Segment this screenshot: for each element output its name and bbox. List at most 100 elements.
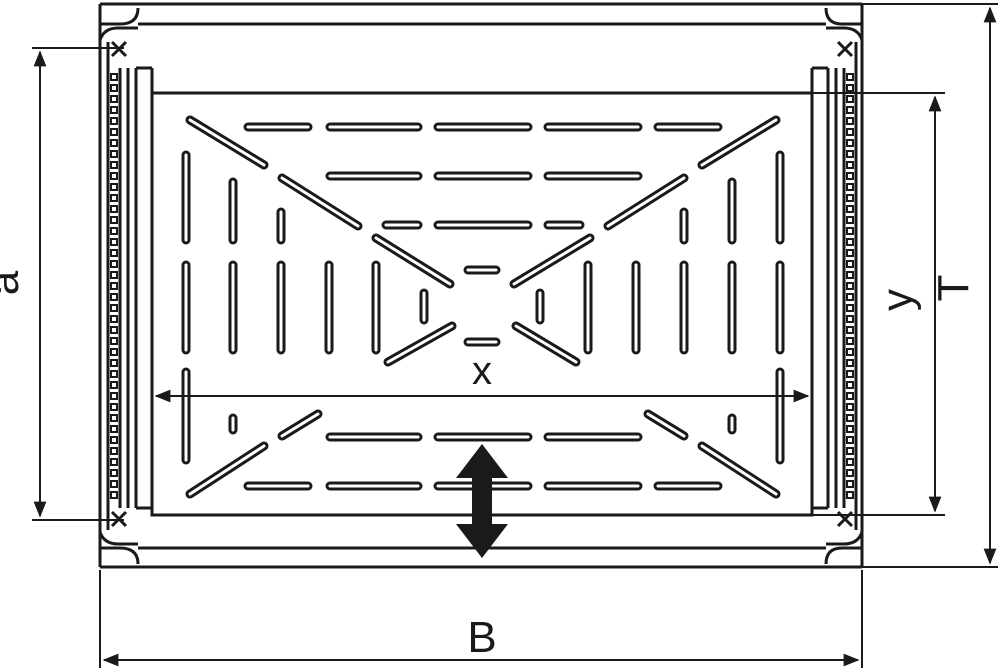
rail-hole-33 [110, 436, 118, 444]
slot-inner-50 [386, 324, 454, 364]
rail-hole-28 [110, 381, 118, 389]
rail-hole-10 [110, 183, 118, 191]
rail-hole-25 [110, 348, 118, 356]
right-rail [810, 42, 858, 530]
rail-hole-16 [110, 249, 118, 257]
rail-hole-59 [846, 293, 854, 301]
rail-hole-31 [110, 414, 118, 422]
rail-hole-7 [110, 150, 118, 158]
rail-hole-9 [110, 172, 118, 180]
rail-hole-5 [110, 128, 118, 136]
rail-hole-51 [846, 205, 854, 213]
rail-hole-26 [110, 359, 118, 367]
slot-inner-53 [280, 412, 320, 438]
rail-hole-40 [846, 84, 854, 92]
rail-hole-71 [846, 425, 854, 433]
rail-hole-50 [846, 194, 854, 202]
rail-hole-65 [846, 359, 854, 367]
slot-inner-51 [514, 324, 578, 364]
rail-hole-36 [110, 469, 118, 477]
rail-hole-64 [846, 348, 854, 356]
rail-hole-76 [846, 480, 854, 488]
rail-hole-12 [110, 205, 118, 213]
rail-hole-6 [110, 139, 118, 147]
rail-hole-23 [110, 326, 118, 334]
rail-hole-8 [110, 161, 118, 169]
rail-hole-35 [110, 458, 118, 466]
rail-holes [110, 73, 854, 499]
rail-hole-3 [110, 106, 118, 114]
slot-inner-46 [374, 236, 452, 286]
rail-hole-42 [846, 106, 854, 114]
rail-hole-45 [846, 139, 854, 147]
rail-hole-4 [110, 117, 118, 125]
dimension-lines [32, 3, 998, 668]
rail-hole-15 [110, 238, 118, 246]
rail-hole-21 [110, 304, 118, 312]
rail-hole-13 [110, 216, 118, 224]
label-T: T [929, 275, 978, 302]
rail-hole-18 [110, 271, 118, 279]
rail-hole-53 [846, 227, 854, 235]
rail-hole-54 [846, 238, 854, 246]
rail-hole-37 [110, 480, 118, 488]
rail-hole-2 [110, 95, 118, 103]
rail-hole-69 [846, 403, 854, 411]
slot-inner-44 [188, 118, 266, 167]
rail-hole-1 [110, 84, 118, 92]
label-a: a [0, 270, 28, 295]
label-y: y [873, 289, 922, 311]
rail-hole-58 [846, 282, 854, 290]
rail-hole-22 [110, 315, 118, 323]
label-x: x [472, 349, 492, 393]
rail-hole-47 [846, 161, 854, 169]
rail-hole-52 [846, 216, 854, 224]
slot-inner-45 [280, 176, 360, 228]
rail-hole-32 [110, 425, 118, 433]
rail-hole-29 [110, 392, 118, 400]
slot-inner-55 [646, 412, 686, 438]
rail-hole-34 [110, 447, 118, 455]
rail-hole-27 [110, 370, 118, 378]
slot-inner-52 [188, 444, 266, 496]
rail-hole-63 [846, 337, 854, 345]
plate-slots [181, 115, 785, 499]
rail-hole-49 [846, 183, 854, 191]
rail-hole-60 [846, 304, 854, 312]
slot-inner-54 [700, 444, 778, 496]
rail-hole-66 [846, 370, 854, 378]
rail-hole-30 [110, 403, 118, 411]
rail-hole-14 [110, 227, 118, 235]
rail-hole-61 [846, 315, 854, 323]
rail-hole-73 [846, 447, 854, 455]
slot-inner-49 [512, 236, 592, 286]
rail-hole-74 [846, 458, 854, 466]
rail-hole-20 [110, 293, 118, 301]
rail-hole-17 [110, 260, 118, 268]
rail-hole-48 [846, 172, 854, 180]
adjustment-arrow-icon [456, 444, 508, 558]
rail-hole-75 [846, 469, 854, 477]
rail-hole-39 [846, 73, 854, 81]
rail-hole-19 [110, 282, 118, 290]
left-rail [106, 42, 154, 530]
rail-hole-72 [846, 436, 854, 444]
slot-inner-48 [606, 176, 686, 228]
rail-hole-43 [846, 117, 854, 125]
rail-hole-46 [846, 150, 854, 158]
rail-hole-38 [110, 491, 118, 499]
rail-hole-55 [846, 249, 854, 257]
rail-hole-11 [110, 194, 118, 202]
rail-hole-57 [846, 271, 854, 279]
rail-hole-56 [846, 260, 854, 268]
rail-hole-70 [846, 414, 854, 422]
rail-hole-44 [846, 128, 854, 136]
rail-hole-0 [110, 73, 118, 81]
label-B: B [467, 613, 496, 662]
rail-hole-41 [846, 95, 854, 103]
slot-inner-47 [700, 118, 778, 167]
rail-hole-62 [846, 326, 854, 334]
rail-hole-77 [846, 491, 854, 499]
rail-hole-24 [110, 337, 118, 345]
